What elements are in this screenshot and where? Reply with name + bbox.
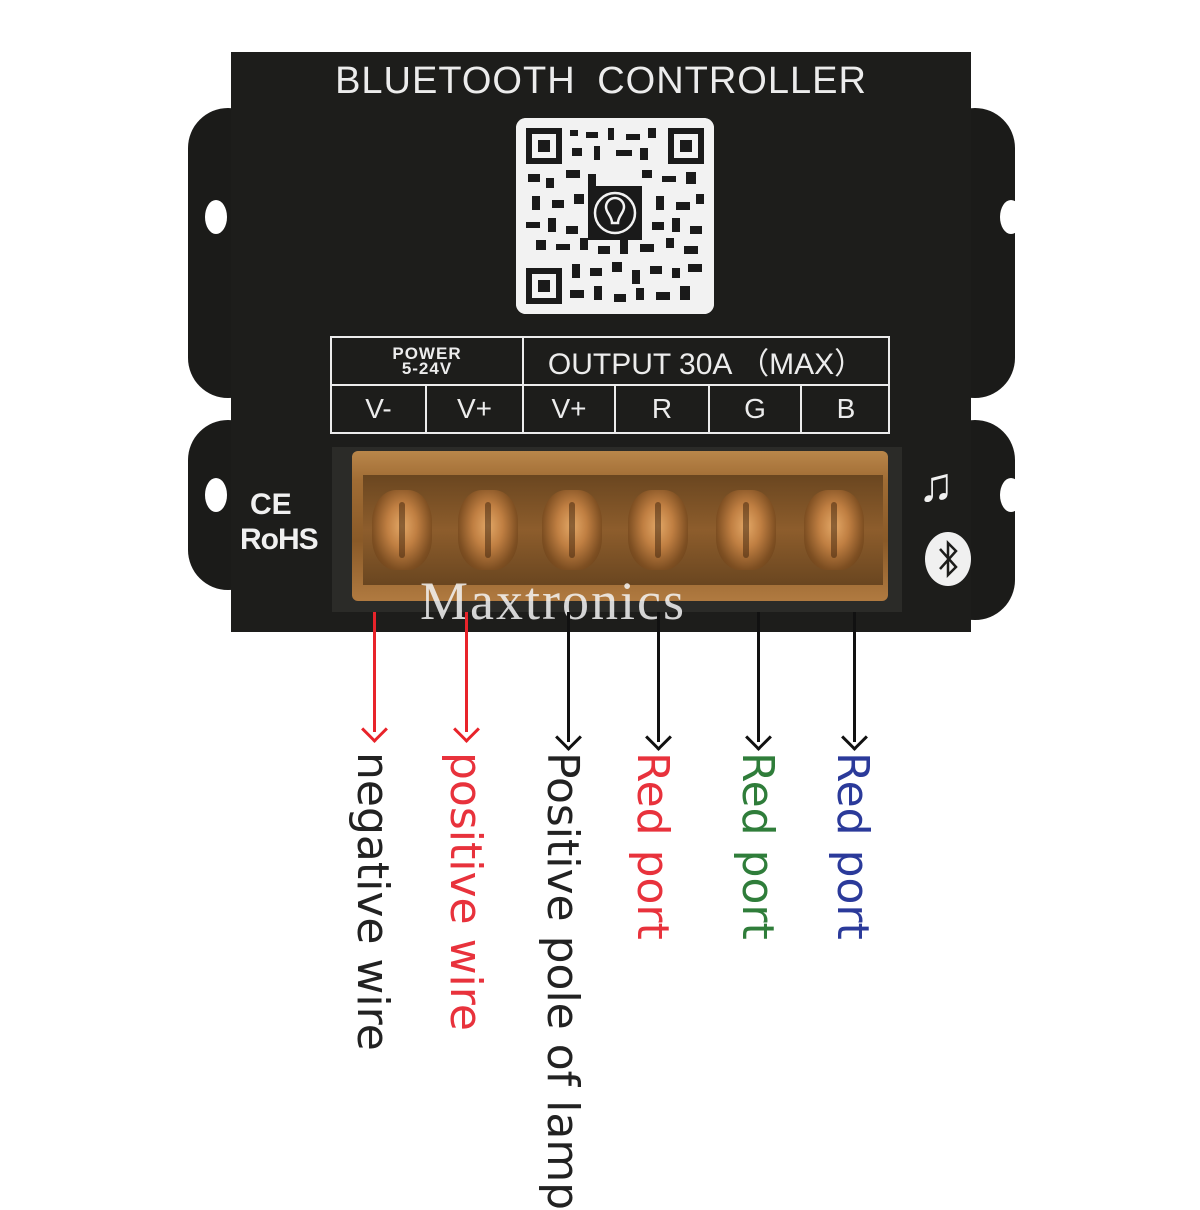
wire-label-r-port: Red port [627, 752, 678, 940]
arrow-down-icon [645, 724, 672, 751]
ce-mark: CE [250, 488, 292, 521]
terminal-screw-v-plus-power[interactable] [458, 490, 518, 570]
wire-label-g-port: Red port [732, 752, 783, 940]
divider [614, 386, 616, 432]
terminal-block-inner [363, 475, 883, 585]
mount-hole [1000, 478, 1022, 512]
mount-hole [1000, 200, 1022, 234]
divider [800, 386, 802, 432]
terminal-label-table: POWER 5-24V OUTPUT 30A （MAX） V- V+ V+ R … [330, 336, 890, 434]
arrow-down-icon [361, 716, 388, 743]
bluetooth-icon [925, 532, 971, 586]
mount-hole [205, 478, 227, 512]
wire-label-lamp-positive: Positive pole of lamp [537, 752, 588, 1210]
wire-label-negative: negative wire [347, 752, 398, 1051]
qr-code[interactable] [516, 118, 714, 314]
divider [708, 386, 710, 432]
terminal-label-v-plus-power: V+ [456, 393, 493, 424]
terminal-label-v-minus: V- [365, 393, 392, 424]
watermark: Maxtronics [420, 571, 686, 631]
arrow-down-icon [555, 724, 582, 751]
terminal-label-g: G [744, 393, 766, 424]
power-range: 5-24V [401, 359, 453, 378]
arrow-down-icon [453, 716, 480, 743]
terminal-label-r: R [651, 393, 673, 424]
power-header: POWER 5-24V [332, 338, 522, 384]
wire-b [853, 612, 856, 742]
mount-hole [205, 200, 227, 234]
terminal-screw-r[interactable] [628, 490, 688, 570]
wire-g [757, 612, 760, 742]
terminal-screw-g[interactable] [716, 490, 776, 570]
wire-v-plus-output [567, 612, 570, 742]
device-title: BLUETOOTH CONTROLLER [335, 60, 867, 102]
wire-r [657, 612, 660, 742]
terminal-label-b: B [836, 393, 856, 424]
wire-label-positive: positive wire [440, 752, 491, 1031]
rohs-mark: RoHS [240, 523, 319, 556]
music-note-icon: ♫ [918, 459, 954, 512]
terminal-screw-v-minus[interactable] [372, 490, 432, 570]
divider [522, 386, 524, 432]
output-header: OUTPUT 30A （MAX） [547, 348, 865, 381]
arrow-down-icon [745, 724, 772, 751]
wire-label-b-port: Red port [827, 752, 878, 940]
terminal-screw-v-plus-output[interactable] [542, 490, 602, 570]
divider [425, 386, 427, 432]
power-label: POWER [392, 344, 462, 363]
divider [522, 338, 524, 384]
arrow-down-icon [841, 724, 868, 751]
terminal-screw-b[interactable] [804, 490, 864, 570]
wire-v-plus-power [465, 612, 468, 732]
terminal-label-v-plus-output: V+ [551, 393, 587, 424]
wire-v-minus [373, 612, 376, 732]
